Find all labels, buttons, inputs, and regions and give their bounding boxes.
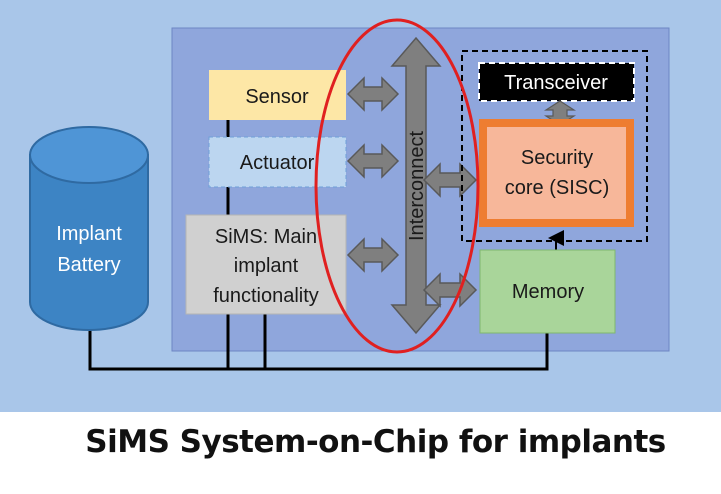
soc-diagram: Implant Battery Sensor Actuator SiMS: Ma… <box>0 0 721 412</box>
sims-main-line2: implant <box>234 255 299 277</box>
interconnect-highlight-ellipse <box>314 18 480 354</box>
security-core-line2: core (SISC) <box>505 177 609 199</box>
sensor-label: Sensor <box>245 86 309 108</box>
implant-battery: Implant Battery <box>29 126 149 331</box>
security-core-inner <box>487 127 626 219</box>
figure-caption: SiMS System-on-Chip for implants <box>85 424 666 460</box>
transceiver-label: Transceiver <box>504 72 608 94</box>
secure-enclave-boundary <box>461 50 648 242</box>
sims-main-line3: functionality <box>213 285 319 307</box>
transceiver-block <box>478 62 635 102</box>
sims-main-bus-arrow <box>346 237 400 273</box>
security-core-line1: Security <box>521 147 593 169</box>
interconnect-label: Interconnect <box>406 131 428 242</box>
memory-block <box>479 249 616 334</box>
actuator-label: Actuator <box>240 152 315 174</box>
battery-label-line1: Implant <box>56 223 122 245</box>
memory-label: Memory <box>512 281 584 303</box>
actuator-block <box>208 136 347 188</box>
battery-label-line2: Battery <box>57 254 120 276</box>
sensor-bus-arrow <box>346 76 400 112</box>
sims-main-line1: SiMS: Main <box>215 226 317 248</box>
bus-arrows <box>346 76 478 308</box>
interconnect-bus: Interconnect <box>390 36 442 335</box>
actuator-bus-arrow <box>346 143 400 179</box>
